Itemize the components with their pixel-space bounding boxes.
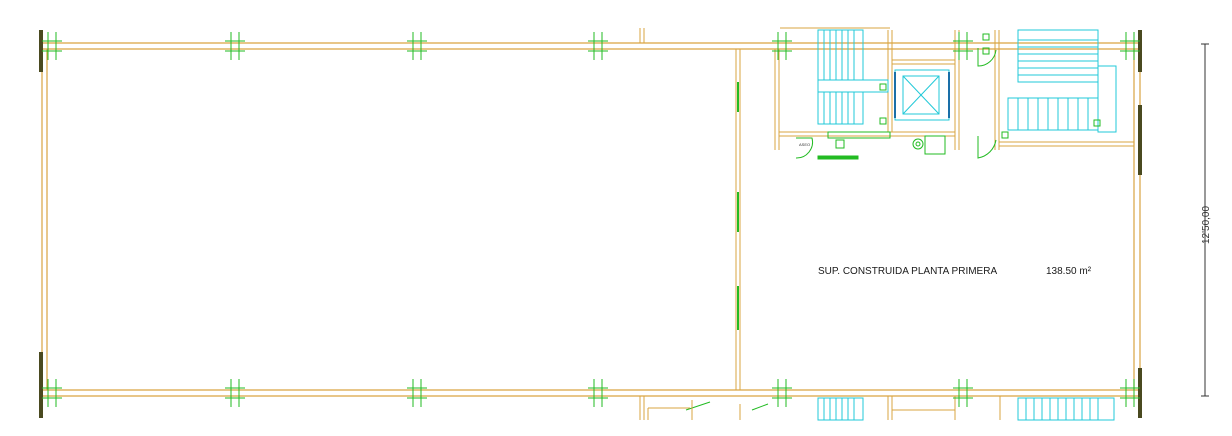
sanitary-fixtures [817, 33, 1101, 160]
area-value: 138.50 m² [1046, 266, 1092, 277]
column-cross [772, 379, 792, 407]
column-cross [225, 379, 245, 407]
column-cross [42, 379, 62, 407]
stair-right [1007, 29, 1117, 133]
stair-bottom [817, 397, 1115, 421]
column-cross [588, 32, 608, 60]
stair-left [817, 29, 889, 125]
core-walls [639, 27, 1134, 420]
area-label: SUP. CONSTRUIDA PLANTA PRIMERA [818, 266, 997, 277]
dimension-label: 12'50,00 [1201, 206, 1212, 244]
lower-rooms [647, 400, 741, 420]
column-cross [225, 32, 245, 60]
interior-partition [735, 49, 741, 390]
column-cross [953, 379, 973, 407]
exterior-walls [41, 42, 1141, 397]
column-cross [407, 379, 427, 407]
door-swings [685, 48, 997, 411]
structural-columns [42, 32, 1140, 407]
column-cross [1120, 32, 1140, 60]
column-cross [772, 32, 792, 60]
column-cross [42, 32, 62, 60]
elevator [894, 69, 950, 121]
column-cross [407, 32, 427, 60]
room-tag: ASEO [799, 142, 810, 147]
column-cross [1120, 379, 1140, 407]
dimension-line [1201, 43, 1209, 397]
column-cross [588, 379, 608, 407]
column-cross [953, 32, 973, 60]
wall-endcaps [39, 30, 1142, 418]
